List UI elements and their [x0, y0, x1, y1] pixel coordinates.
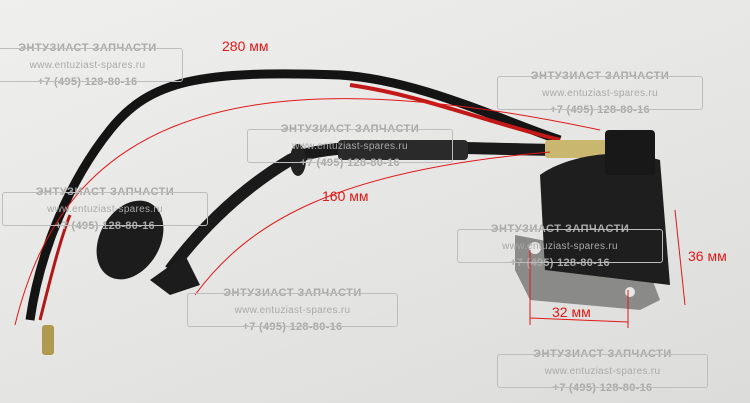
terminal-end	[42, 325, 54, 355]
watermark-url: www.entuziast-spares.ru	[544, 366, 661, 377]
height-label: 36 мм	[688, 248, 727, 264]
spark-plug-boot	[96, 200, 164, 280]
watermark-phone: +7 (495) 128-80-16	[55, 220, 155, 232]
hole-spacing-label: 32 мм	[552, 304, 591, 320]
watermark-url: www.entuziast-spares.ru	[47, 204, 163, 215]
watermark-url: www.entuziast-spares.ru	[542, 88, 658, 99]
mount-hole	[625, 287, 635, 297]
watermark-phone: +7 (495) 128-80-16	[242, 321, 343, 333]
watermark-phone: +7 (495) 128-80-16	[510, 257, 610, 269]
wire-terminal	[545, 140, 610, 158]
coil-connector	[605, 130, 655, 175]
watermark-phone: +7 (495) 128-80-16	[550, 104, 650, 116]
red-wire	[349, 83, 561, 142]
mount-hole	[529, 242, 541, 254]
watermark-url: www.entuziast-spares.ru	[502, 241, 618, 252]
hv-cable-length-label: 160 мм	[322, 188, 369, 204]
coil-body	[540, 153, 670, 285]
watermark-url: www.entuziast-spares.ru	[234, 305, 351, 316]
watermark-url: www.entuziast-spares.ru	[29, 60, 146, 71]
braided-sleeve	[338, 140, 468, 160]
watermark-url: www.entuziast-spares.ru	[292, 141, 408, 152]
cable-length-label: 280 мм	[222, 38, 269, 54]
grommet	[290, 144, 306, 176]
red-wire-end	[38, 214, 72, 321]
dimension-lines	[14, 98, 686, 328]
watermark-phone: +7 (495) 128-80-16	[37, 76, 138, 88]
primary-wire-bundle	[25, 69, 562, 321]
watermark-phone: +7 (495) 128-80-16	[300, 157, 400, 169]
watermark-phone: +7 (495) 128-80-16	[552, 382, 653, 394]
